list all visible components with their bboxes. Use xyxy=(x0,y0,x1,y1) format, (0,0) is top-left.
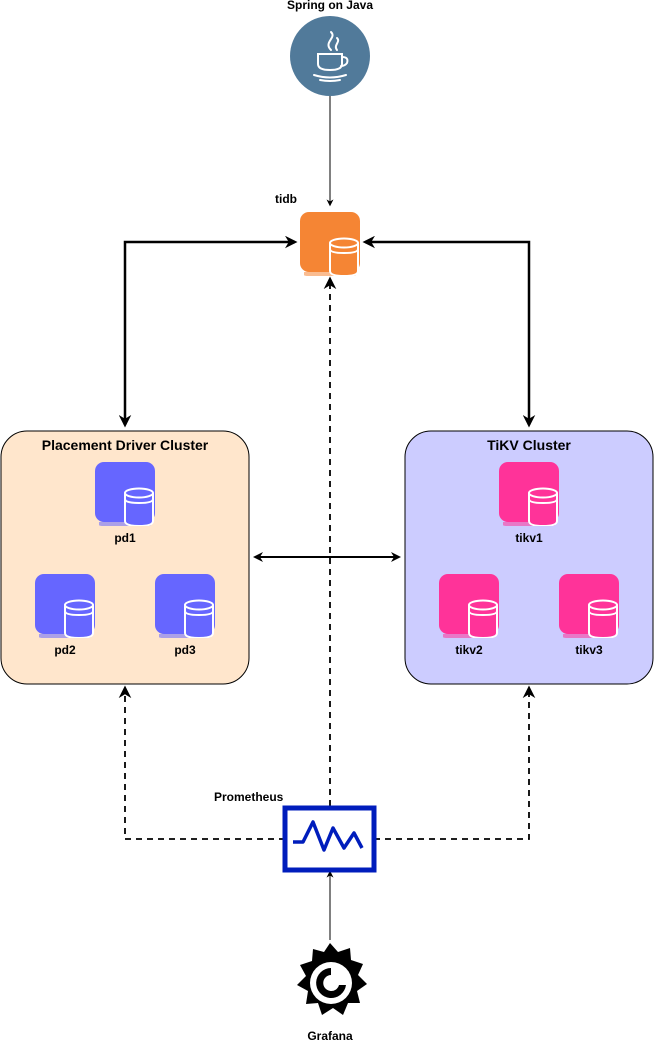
tikv1-label: tikv1 xyxy=(515,531,543,545)
pd2-database-icon xyxy=(35,574,95,638)
edge-prometheus-pd xyxy=(118,685,285,840)
pd2-label: pd2 xyxy=(54,643,76,657)
pd3-database-icon xyxy=(155,574,215,638)
tikv-members: tikv1 tikv2 tikv3 xyxy=(439,462,619,657)
java-label: Spring on Java xyxy=(287,0,373,12)
tidb-node: tidb xyxy=(275,192,360,276)
edge-prometheus-tikv xyxy=(374,685,536,840)
pd3-label: pd3 xyxy=(174,643,196,657)
java-circle xyxy=(290,16,370,96)
tidb-label: tidb xyxy=(275,192,297,206)
prometheus-label: Prometheus xyxy=(214,790,284,804)
prometheus-node: Prometheus xyxy=(214,790,377,873)
pd1-database-icon xyxy=(95,462,155,526)
tidb-database-icon xyxy=(300,212,360,276)
tikv2-database-icon xyxy=(439,574,499,638)
tikv1-database-icon xyxy=(499,462,559,526)
tikv3-database-icon xyxy=(559,574,619,638)
tikv2-label: tikv2 xyxy=(455,643,483,657)
edges xyxy=(118,96,536,940)
java-cup-icon xyxy=(313,31,349,82)
prometheus-waveform-icon xyxy=(293,820,364,852)
edge-tidb-pd xyxy=(118,235,298,428)
pd-members: pd1 pd2 pd3 xyxy=(35,462,215,657)
grafana-logo-swirl xyxy=(316,968,346,998)
tikv3-label: tikv3 xyxy=(575,643,603,657)
pd1-label: pd1 xyxy=(114,531,136,545)
pd-cluster-title: Placement Driver Cluster xyxy=(42,437,209,453)
tikv-cluster-title: TiKV Cluster xyxy=(487,437,571,453)
grafana-label: Grafana xyxy=(307,1029,353,1043)
java-node: Spring on Java xyxy=(287,0,373,96)
grafana-node: Grafana xyxy=(297,943,367,1043)
edge-tidb-tikv xyxy=(362,235,536,428)
